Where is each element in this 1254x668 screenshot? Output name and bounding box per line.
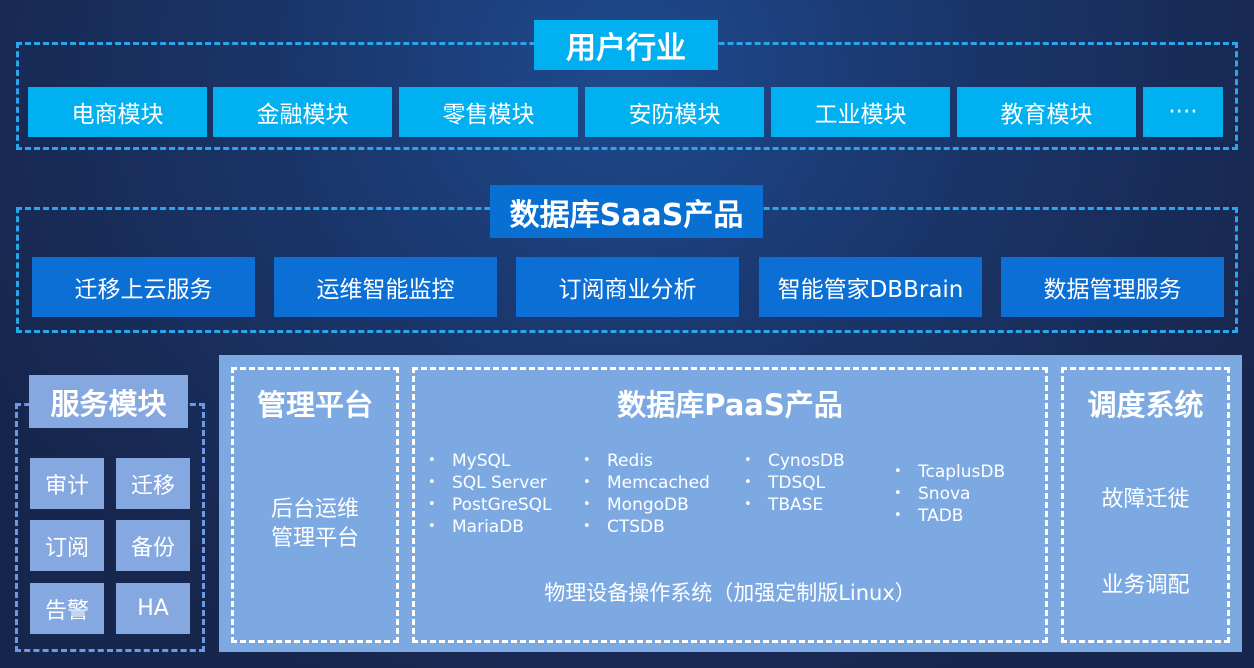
paas-db-item: PostGreSQL — [428, 494, 551, 516]
sched-item: 业务调配 — [1101, 573, 1190, 598]
industry-module: 安防模块 — [585, 87, 764, 137]
paas-db-item: CynosDB — [744, 450, 845, 472]
saas-item: 迁移上云服务 — [32, 257, 255, 317]
mgmt-platform-box — [231, 367, 399, 643]
paas-box — [412, 367, 1048, 643]
paas-db-item: SQL Server — [428, 472, 551, 494]
saas-item: 运维智能监控 — [274, 257, 497, 317]
paas-db-item: MariaDB — [428, 516, 551, 538]
paas-os: 物理设备操作系统（加强定制版Linux） — [544, 581, 916, 605]
paas-db-column: CynosDBTDSQLTBASE — [744, 450, 845, 516]
mgmt-desc-line1: 后台运维 — [270, 497, 359, 522]
mgmt-desc-line2: 管理平台 — [270, 526, 359, 551]
paas-db-item: TcaplusDB — [894, 461, 1005, 483]
service-item: 审计 — [30, 458, 104, 509]
saas-title: 数据库SaaS产品 — [490, 185, 763, 238]
industry-module: 电商模块 — [28, 87, 207, 137]
industry-module: 教育模块 — [957, 87, 1136, 137]
industry-module: 金融模块 — [213, 87, 392, 137]
mgmt-title: 管理平台 — [256, 388, 373, 422]
paas-db-item: MySQL — [428, 450, 551, 472]
paas-db-item: CTSDB — [583, 516, 710, 538]
paas-db-item: Memcached — [583, 472, 710, 494]
saas-item: 数据管理服务 — [1001, 257, 1224, 317]
service-item: 订阅 — [30, 520, 104, 571]
platform-panel — [219, 355, 1242, 652]
industry-module: 工业模块 — [771, 87, 950, 137]
paas-db-column: TcaplusDBSnovaTADB — [894, 461, 1005, 527]
paas-db-item: TBASE — [744, 494, 845, 516]
paas-db-item: TADB — [894, 505, 1005, 527]
mgmt-desc: 后台运维 管理平台 — [231, 495, 399, 553]
service-item: 迁移 — [116, 458, 190, 509]
industry-module: ···· — [1143, 87, 1223, 137]
service-item: HA — [116, 583, 190, 634]
paas-db-column: MySQLSQL ServerPostGreSQLMariaDB — [428, 450, 551, 538]
service-item: 备份 — [116, 520, 190, 571]
paas-title: 数据库PaaS产品 — [617, 388, 843, 422]
paas-db-item: Redis — [583, 450, 710, 472]
paas-db-column: RedisMemcachedMongoDBCTSDB — [583, 450, 710, 538]
service-title: 服务模块 — [29, 375, 188, 428]
saas-item: 智能管家DBBrain — [759, 257, 982, 317]
industry-title: 用户行业 — [534, 20, 718, 70]
saas-item: 订阅商业分析 — [516, 257, 739, 317]
industry-module: 零售模块 — [399, 87, 578, 137]
sched-item: 故障迁徙 — [1101, 487, 1190, 512]
paas-db-item: Snova — [894, 483, 1005, 505]
sched-box — [1061, 367, 1230, 643]
sched-title: 调度系统 — [1087, 388, 1204, 422]
service-item: 告警 — [30, 583, 104, 634]
paas-db-item: MongoDB — [583, 494, 710, 516]
paas-db-item: TDSQL — [744, 472, 845, 494]
